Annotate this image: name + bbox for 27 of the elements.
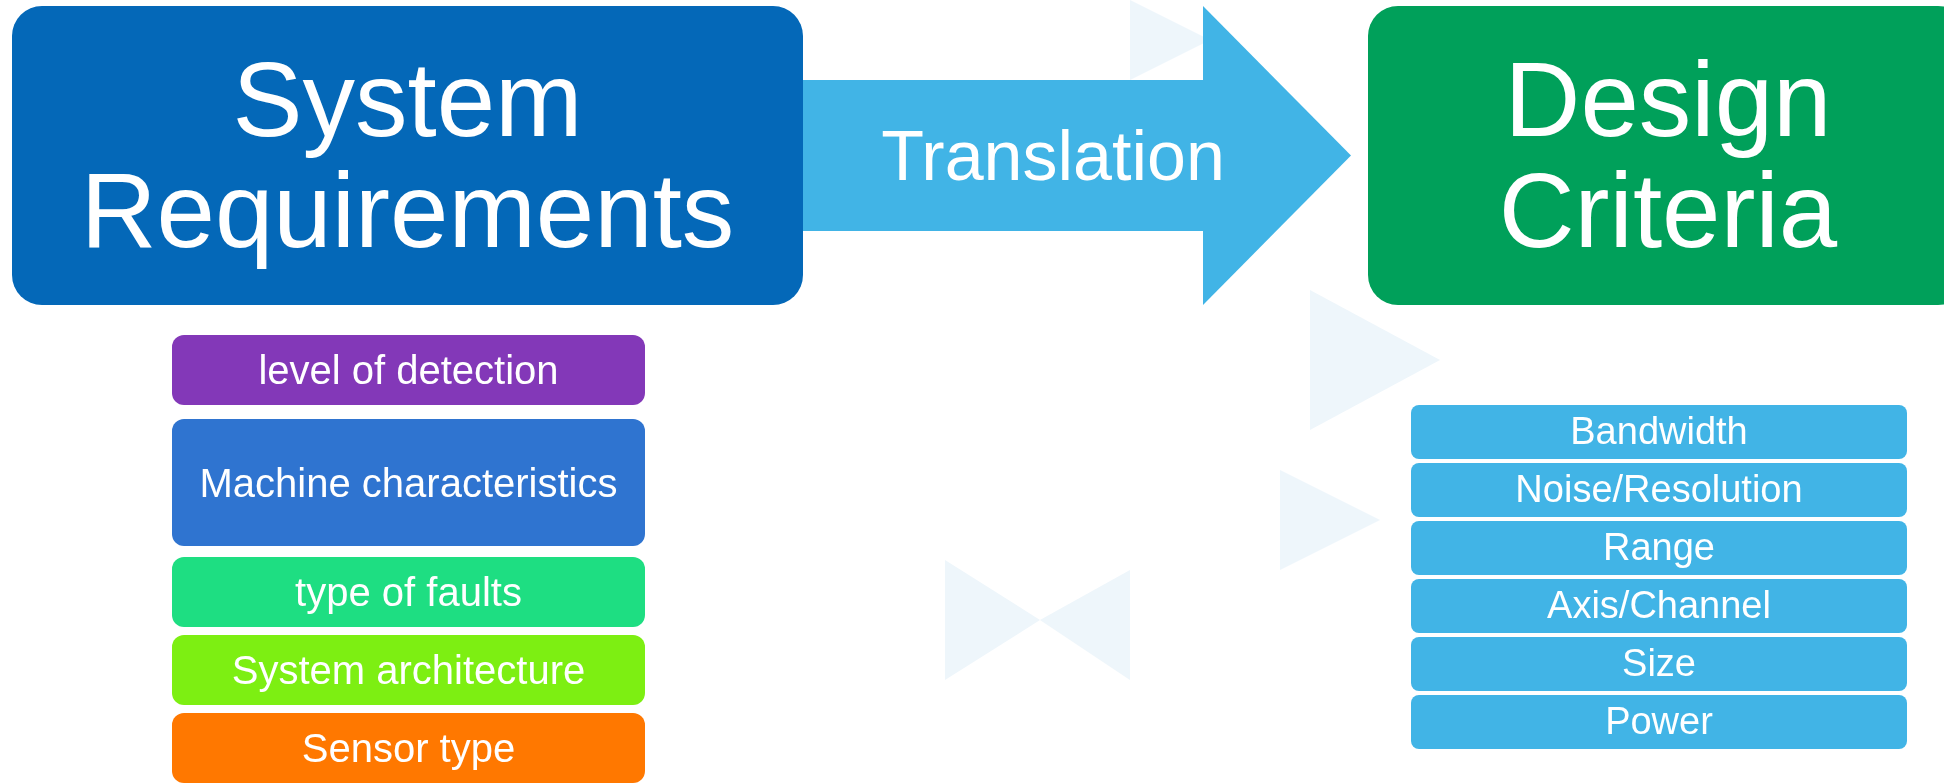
item-box — [172, 635, 645, 705]
item-box — [1411, 463, 1907, 517]
item-box — [172, 335, 645, 405]
box-text: Noise/Resolution — [1515, 469, 1803, 511]
item-box — [172, 557, 645, 627]
item-box — [172, 419, 645, 546]
box-text: Sensor type — [301, 726, 516, 770]
item-box — [1411, 637, 1907, 691]
box-text: Range — [1603, 527, 1715, 569]
item-box — [1411, 521, 1907, 575]
box-text: type of faults — [295, 570, 522, 614]
item-box — [1411, 579, 1907, 633]
box-text: Design Criteria — [1497, 45, 1839, 266]
block-arrow — [803, 6, 1351, 305]
box-text: System architecture — [231, 648, 586, 692]
box-text: Bandwidth — [1570, 411, 1748, 453]
box-text: level of detection — [258, 348, 559, 392]
item-box — [172, 713, 645, 783]
box-text: Power — [1605, 701, 1713, 743]
item-box — [1411, 405, 1907, 459]
item-box — [1411, 695, 1907, 749]
heading-box — [1368, 6, 1944, 305]
box-text: Axis/Channel — [1547, 585, 1771, 627]
heading-box — [12, 6, 803, 305]
box-text: Size — [1622, 643, 1696, 685]
box-text: Machine characteristics — [199, 460, 618, 505]
edge-label: Translation — [880, 115, 1226, 197]
